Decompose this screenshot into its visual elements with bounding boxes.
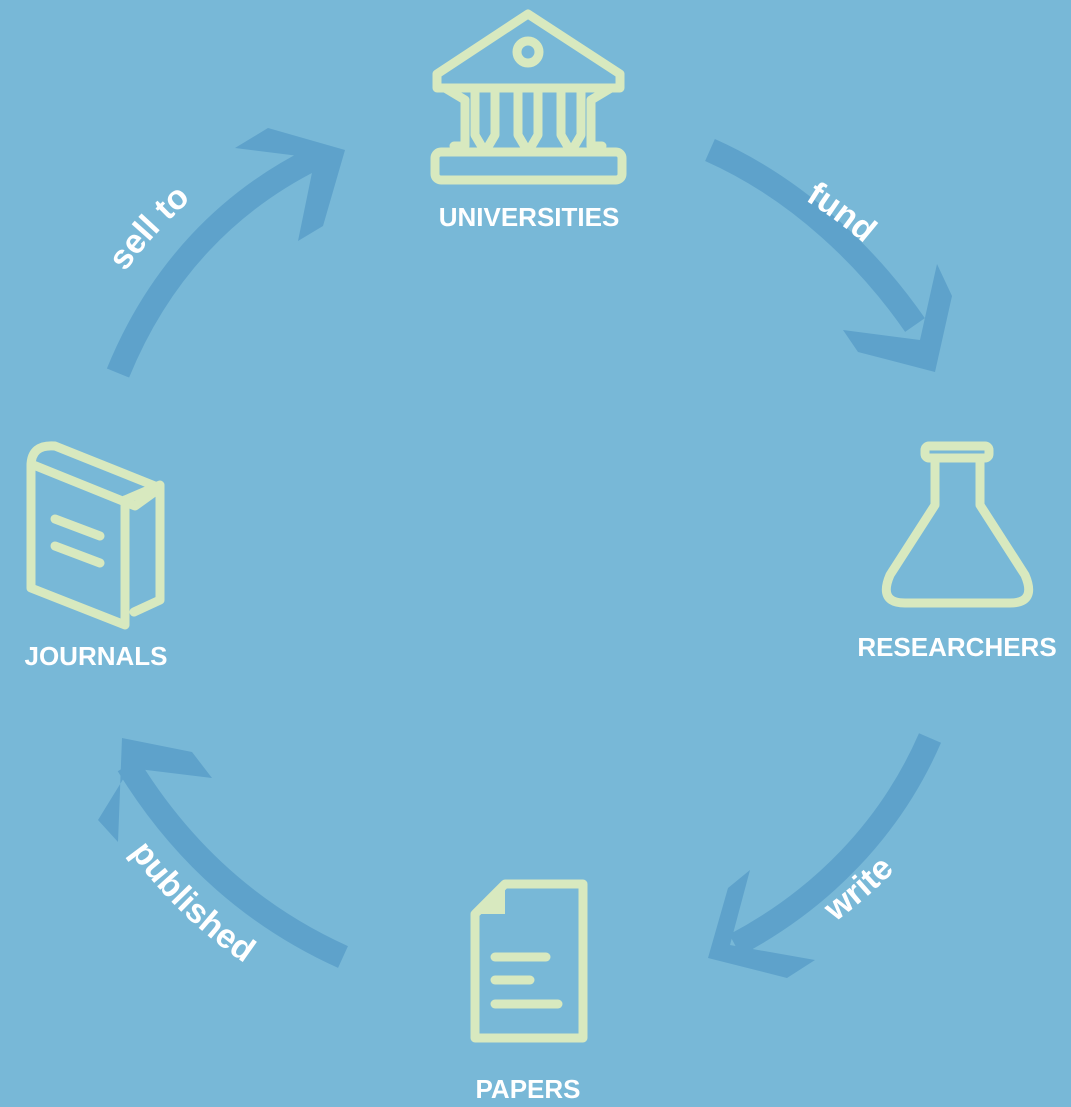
arrow-sell-to <box>106 128 345 378</box>
flask-icon <box>881 441 1034 608</box>
book-icon <box>26 441 165 630</box>
node-label-journals: JOURNALS <box>24 641 167 671</box>
node-label-papers: PAPERS <box>476 1074 581 1104</box>
node-label-researchers: RESEARCHERS <box>857 632 1056 662</box>
arrow-fund <box>705 139 952 372</box>
institution-icon <box>430 9 627 185</box>
document-icon <box>470 879 588 1043</box>
arrow-write <box>708 733 942 978</box>
arrow-published <box>98 738 348 968</box>
node-label-universities: UNIVERSITIES <box>439 202 620 232</box>
